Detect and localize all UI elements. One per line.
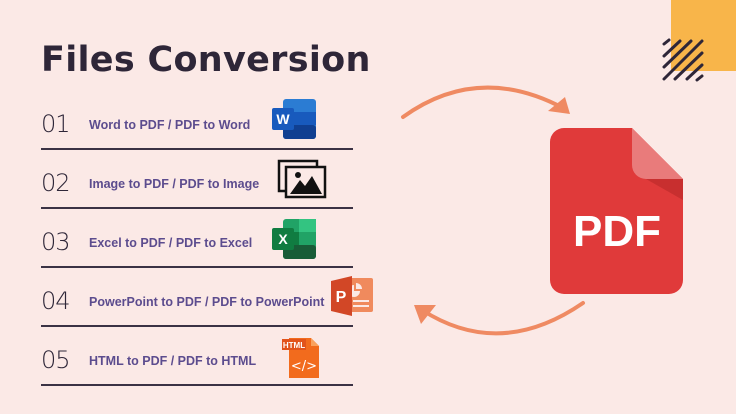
arrow-left-icon [414, 301, 585, 336]
arrow-right-icon [401, 85, 570, 119]
image-icon [277, 159, 327, 199]
word-icon: W [272, 99, 316, 139]
list-item: 02 Image to PDF / PDF to Image [41, 149, 353, 209]
pdf-file-icon: PDF [550, 128, 683, 294]
html-icon: HTML </> [282, 338, 319, 378]
item-number: 02 [41, 169, 71, 197]
item-label: HTML to PDF / PDF to HTML [89, 354, 257, 368]
item-label: PowerPoint to PDF / PDF to PowerPoint [89, 295, 325, 309]
svg-text:HTML: HTML [283, 341, 305, 350]
svg-text:PDF: PDF [573, 207, 661, 256]
item-label: Image to PDF / PDF to Image [89, 177, 260, 191]
svg-text:P: P [336, 289, 347, 306]
item-number: 01 [41, 110, 71, 138]
item-label: Excel to PDF / PDF to Excel [89, 236, 253, 250]
page-title: Files Conversion [41, 40, 371, 80]
excel-icon: X [272, 219, 316, 259]
svg-text:W: W [276, 111, 290, 127]
item-label: Word to PDF / PDF to Word [89, 118, 251, 132]
list-item: 05 HTML to PDF / PDF to HTML HTML </> [41, 326, 353, 386]
item-number: 05 [41, 346, 71, 374]
item-number: 03 [41, 228, 71, 256]
list-item: 03 Excel to PDF / PDF to Excel X [41, 208, 353, 268]
svg-text:X: X [278, 231, 288, 247]
powerpoint-icon: P [331, 276, 373, 316]
item-number: 04 [41, 287, 71, 315]
list-item: 01 Word to PDF / PDF to Word W [41, 90, 353, 150]
hatch-pattern-icon [662, 38, 704, 82]
list-item: 04 PowerPoint to PDF / PDF to PowerPoint… [41, 267, 373, 327]
svg-text:</>: </> [291, 359, 317, 374]
